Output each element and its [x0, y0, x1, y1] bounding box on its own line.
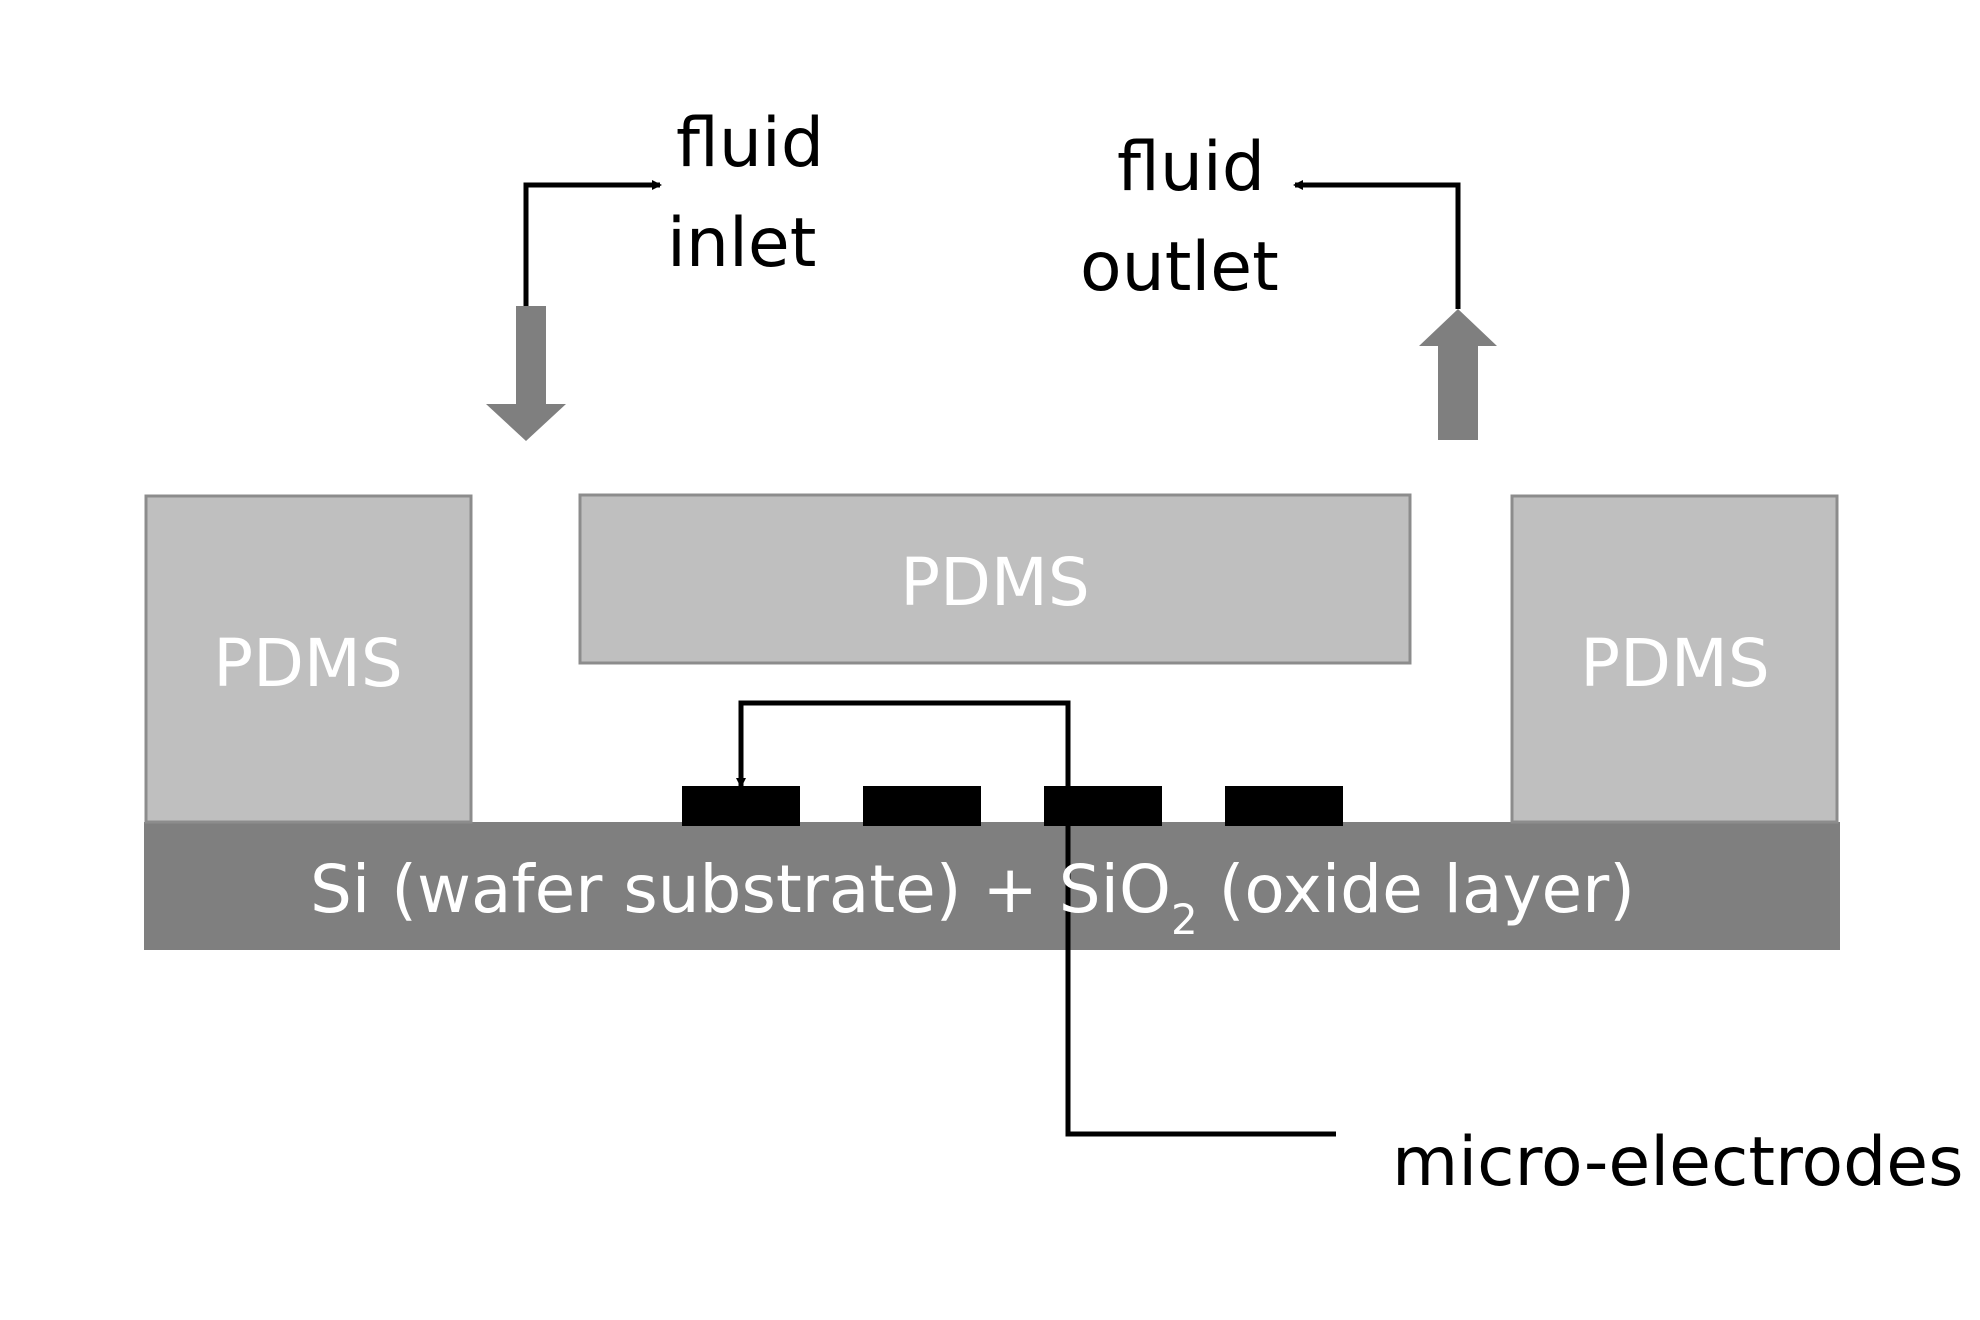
substrate-layer [144, 822, 1840, 950]
substrate-label-tail: (oxide layer) [1198, 851, 1635, 928]
electrode-4 [1225, 786, 1343, 826]
substrate-label: Si (wafer substrate) + SiO2 (oxide layer… [310, 851, 1635, 944]
pdms-block-center [578, 493, 1412, 665]
pdms-right-label: PDMS [1580, 625, 1769, 702]
electrode-1 [682, 786, 800, 826]
down-arrow-icon [486, 306, 566, 441]
electrodes-leader-line [736, 700, 1336, 1137]
fluid-outlet-label-line1: fluid [1117, 128, 1265, 207]
fluid-inlet-label-line1: fluid [676, 104, 824, 183]
micro-electrodes-label: micro-electrodes [1392, 1123, 1964, 1202]
pdms-left-label: PDMS [213, 625, 402, 702]
up-arrow-icon [1419, 309, 1497, 440]
outlet-leader-line [1293, 180, 1461, 309]
pdms-center-label: PDMS [900, 544, 1089, 621]
substrate-label-subscript: 2 [1171, 895, 1198, 944]
pdms-block-right [1510, 494, 1839, 824]
fluid-outlet-label-line2: outlet [1080, 228, 1279, 307]
fluid-inlet-label-line2: inlet [667, 204, 816, 283]
electrode-3 [1044, 786, 1162, 826]
substrate-label-main: Si (wafer substrate) + SiO [310, 851, 1171, 928]
pdms-block-left [144, 494, 473, 824]
inlet-leader-line [523, 180, 662, 306]
electrode-2 [863, 786, 981, 826]
